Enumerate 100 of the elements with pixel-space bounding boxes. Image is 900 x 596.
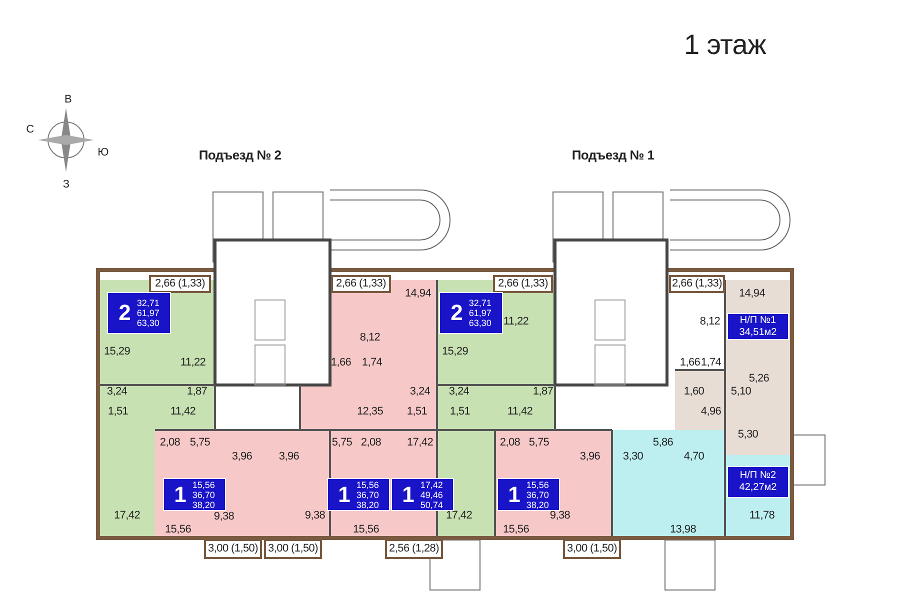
apartment-badge: [391, 478, 454, 511]
room-area-label: 1,51: [450, 406, 470, 418]
room-area-label: 13,98: [670, 524, 696, 536]
room-area-label: 1,60: [684, 386, 704, 398]
apartment-badge: [439, 292, 503, 334]
room-area-label: 3,96: [278, 452, 300, 462]
compass-letter: Ю: [98, 148, 108, 158]
area-value: 38,20: [192, 500, 215, 510]
apartment-badge: [727, 466, 789, 498]
room-area-label: 15,56: [164, 524, 192, 536]
room-area-label: 2,66 (1,33): [155, 278, 205, 290]
area-value: 50,74: [420, 500, 443, 510]
room-count: 1: [338, 482, 350, 508]
room-area-label: 17,42: [114, 510, 140, 522]
room-area-label: 12,35: [356, 406, 384, 418]
compass-letter: С: [26, 124, 34, 136]
area-value: 32,71: [136, 298, 160, 308]
room-area-label: 1,51: [406, 406, 428, 418]
room-area-label: 2,66 (1,33): [498, 278, 548, 290]
area-value: 32,71: [468, 298, 492, 308]
room-area-label: 3,00 (1,50): [268, 544, 318, 554]
entrance-heading: Подъезд № 1: [572, 148, 654, 162]
room-area-label: 2,56 (1,28): [389, 544, 439, 554]
room-count: 2: [450, 300, 463, 326]
area-value: 38,20: [356, 500, 379, 510]
room-area-label: 5,26: [748, 374, 770, 384]
room-area-label: 1,74: [362, 358, 382, 368]
area-value: 38,20: [526, 500, 549, 510]
area-value: 17,42: [420, 480, 443, 490]
room-area-label: 9,38: [304, 510, 326, 522]
area-value: 61,97: [136, 308, 160, 318]
room-count: 1: [174, 482, 186, 508]
area-value: 61,97: [468, 308, 492, 318]
room-area-label: 17,42: [406, 438, 434, 448]
room-area-label: 3,96: [580, 452, 600, 462]
room-area-label: 11,42: [507, 406, 533, 418]
room-area-label: 3,24: [106, 386, 128, 398]
area-value: 63,30: [136, 318, 160, 328]
room-area-label: 8,12: [700, 316, 720, 328]
room-area-label: 11,42: [170, 406, 196, 418]
room-area-label: 1,66: [330, 358, 352, 368]
room-area-label: 1,66: [680, 358, 700, 368]
premises-text: 34,51м2: [739, 326, 777, 338]
room-area-label: 9,38: [214, 512, 234, 522]
apartment-badge: [327, 478, 390, 511]
area-value: 36,70: [192, 490, 215, 500]
apartment-badge: [497, 478, 560, 511]
apartment-badge: [107, 292, 171, 334]
room-area-label: 1,51: [108, 406, 128, 418]
room-area-label: 8,12: [360, 332, 380, 344]
room-area-label: 17,42: [446, 510, 472, 522]
room-area-label: 5,75: [190, 438, 210, 448]
area-value: 36,70: [526, 490, 549, 500]
room-area-label: 4,70: [684, 452, 704, 462]
room-area-label: 3,00 (1,50): [208, 544, 258, 554]
area-value: 36,70: [356, 490, 379, 500]
room-count: 2: [118, 300, 131, 326]
room-count: 1: [402, 482, 414, 508]
room-area-label: 11,78: [749, 510, 775, 522]
area-value: 63,30: [468, 318, 492, 328]
entrance-heading: Подъезд № 2: [198, 148, 282, 162]
area-value: 15,56: [526, 480, 549, 490]
compass-letter: В: [64, 94, 72, 106]
room-area-label: 3,24: [410, 386, 430, 398]
room-area-label: 15,29: [442, 346, 468, 358]
room-area-label: 5,86: [652, 438, 674, 448]
room-area-label: 2,66 (1,33): [336, 278, 386, 290]
room-area-label: 1,87: [532, 386, 554, 398]
room-area-label: 14,94: [404, 288, 432, 300]
room-area-label: 2,08: [160, 438, 180, 448]
room-area-label: 9,38: [550, 510, 570, 522]
room-area-label: 1,74: [700, 358, 722, 368]
room-area-label: 2,08: [500, 438, 520, 448]
room-area-label: 3,96: [232, 452, 252, 462]
apartment-badge: [727, 313, 789, 340]
room-area-label: 1,87: [186, 386, 208, 398]
premises-text: Н/П №1: [740, 314, 776, 326]
room-area-label: 5,75: [332, 438, 352, 448]
room-area-label: 15,56: [352, 524, 380, 536]
area-value: 15,56: [192, 480, 215, 490]
room-count: 1: [508, 482, 520, 508]
room-area-label: 5,75: [528, 438, 550, 448]
room-area-label: 3,24: [448, 386, 470, 398]
room-area-label: 2,66 (1,33): [672, 278, 722, 290]
room-area-label: 11,22: [503, 316, 529, 328]
premises-text: Н/П №2: [740, 470, 776, 482]
room-area-label: 15,29: [104, 346, 130, 358]
room-area-label: 2,08: [360, 438, 382, 448]
area-value: 49,46: [420, 490, 443, 500]
room-area-label: 3,00 (1,50): [567, 544, 617, 554]
room-area-label: 5,10: [730, 386, 752, 398]
apartment-badge: [163, 478, 226, 511]
room-area-label: 3,30: [622, 452, 644, 462]
premises-text: 42,27м2: [739, 482, 777, 494]
room-area-label: 4,96: [700, 406, 722, 418]
room-area-label: 5,30: [738, 430, 758, 440]
compass-letter: З: [62, 180, 70, 190]
area-value: 15,56: [356, 480, 379, 490]
room-area-label: 11,22: [180, 358, 206, 368]
room-area-label: 15,56: [502, 524, 530, 536]
